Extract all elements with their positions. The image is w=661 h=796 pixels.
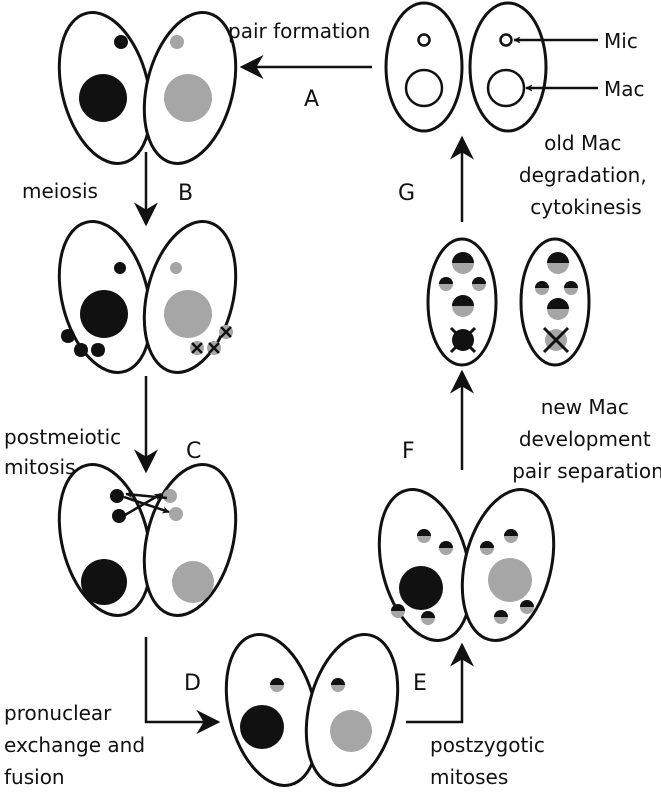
degraded-product-icon (219, 325, 233, 339)
label-line: fusion (4, 765, 65, 789)
new-nucleus-icon (391, 604, 405, 618)
step-letter-g: G (398, 181, 415, 206)
step-letter-c: C (186, 439, 201, 464)
cell-right (468, 1, 548, 133)
micronucleus-icon (564, 281, 578, 295)
step-letter-e: E (413, 671, 427, 696)
developing-mac-icon (452, 252, 474, 274)
label-line: pronuclear (4, 701, 112, 725)
label-line: mitoses (430, 765, 508, 789)
label-line: cytokinesis (530, 195, 641, 219)
pronucleus-gray (169, 507, 183, 521)
stage-pronuclei (57, 463, 238, 617)
label-pronuclear-exchange: pronuclear exchange and fusion (4, 701, 151, 789)
degraded-product-icon (207, 341, 221, 355)
micronucleus-gray (170, 262, 182, 274)
meiotic-product-dark (61, 329, 75, 343)
new-nucleus-icon (504, 529, 518, 543)
macronucleus-dark (81, 559, 127, 605)
macronucleus-dark (240, 705, 284, 749)
cell-right (304, 633, 400, 787)
macronucleus-dark (79, 74, 127, 122)
step-letter-a: A (304, 87, 319, 112)
developing-mac-icon (547, 252, 569, 274)
arrow-d (144, 637, 221, 734)
step-letter-d: D (184, 671, 201, 696)
new-nucleus-icon (520, 600, 534, 614)
macronucleus-dark (399, 566, 443, 610)
meiotic-product-dark (91, 343, 105, 357)
mic-callout-label: Mic (604, 29, 638, 53)
label-line: postzygotic (430, 733, 545, 757)
label-line: new Mac (541, 395, 629, 419)
macronucleus-gray (164, 290, 212, 338)
step-letter-f: F (402, 439, 415, 464)
macronucleus-gray (164, 74, 212, 122)
label-line: mitosis (4, 455, 76, 479)
zygotic-nucleus-icon (270, 678, 284, 692)
stage-new-mac (426, 237, 591, 367)
label-line: development (519, 427, 651, 451)
stage-progeny: Mic Mac (384, 1, 645, 133)
developing-mac-icon (547, 298, 569, 320)
macronucleus-gray (488, 558, 532, 602)
degrading-old-mac-icon (542, 326, 570, 354)
macronucleus-dark (80, 290, 128, 338)
label-meiosis: meiosis (22, 179, 98, 203)
label-postzygotic-mitoses: postzygotic mitoses (430, 733, 551, 789)
cell-left (384, 1, 464, 133)
step-letter-b: B (178, 181, 193, 206)
label-line: pair separation (512, 459, 661, 483)
pronucleus-dark (112, 509, 126, 523)
micronucleus-icon (472, 277, 486, 291)
macronucleus-open (404, 68, 444, 108)
label-new-mac-development: new Mac development pair separation (512, 395, 661, 483)
micronucleus-open (499, 33, 513, 47)
micronucleus-dark (114, 35, 128, 49)
label-line: degradation, (519, 163, 647, 187)
degraded-product-icon (190, 341, 204, 355)
mac-callout-label: Mac (604, 77, 645, 101)
macronucleus-gray (172, 561, 214, 603)
stage-paired-cells (57, 11, 238, 165)
label-line: postmeiotic (4, 425, 121, 449)
macronucleus-open (486, 68, 526, 108)
pronucleus-dark (110, 489, 124, 503)
label-pair-formation: pair formation (228, 19, 370, 43)
stage-postzygotic (377, 488, 556, 642)
label-postmeiotic-mitosis: postmeiotic mitosis (4, 425, 128, 479)
label-old-mac-degradation: old Mac degradation, cytokinesis (519, 131, 653, 219)
new-nucleus-icon (417, 529, 431, 543)
pronucleus-gray (163, 489, 177, 503)
exchange-arrow (125, 491, 168, 500)
exchange-arrow (123, 495, 170, 514)
label-line: exchange and (4, 733, 145, 757)
degrading-old-mac-icon (449, 326, 477, 354)
label-line: old Mac (544, 131, 621, 155)
zygotic-nucleus-icon (331, 678, 345, 692)
new-nucleus-icon (421, 611, 435, 625)
macronucleus-gray (330, 710, 372, 752)
new-nucleus-icon (439, 541, 453, 555)
developing-mac-icon (452, 295, 474, 317)
micronucleus-dark (114, 262, 126, 274)
meiotic-product-dark (74, 343, 88, 357)
micronucleus-icon (535, 281, 549, 295)
micronucleus-icon (439, 277, 453, 291)
new-nucleus-icon (494, 610, 508, 624)
micronucleus-gray (170, 35, 184, 49)
new-nucleus-icon (480, 541, 494, 555)
stage-meiosis (57, 220, 238, 374)
micronucleus-open (417, 33, 431, 47)
stage-fusion (224, 633, 400, 787)
arrow-e (406, 642, 474, 724)
